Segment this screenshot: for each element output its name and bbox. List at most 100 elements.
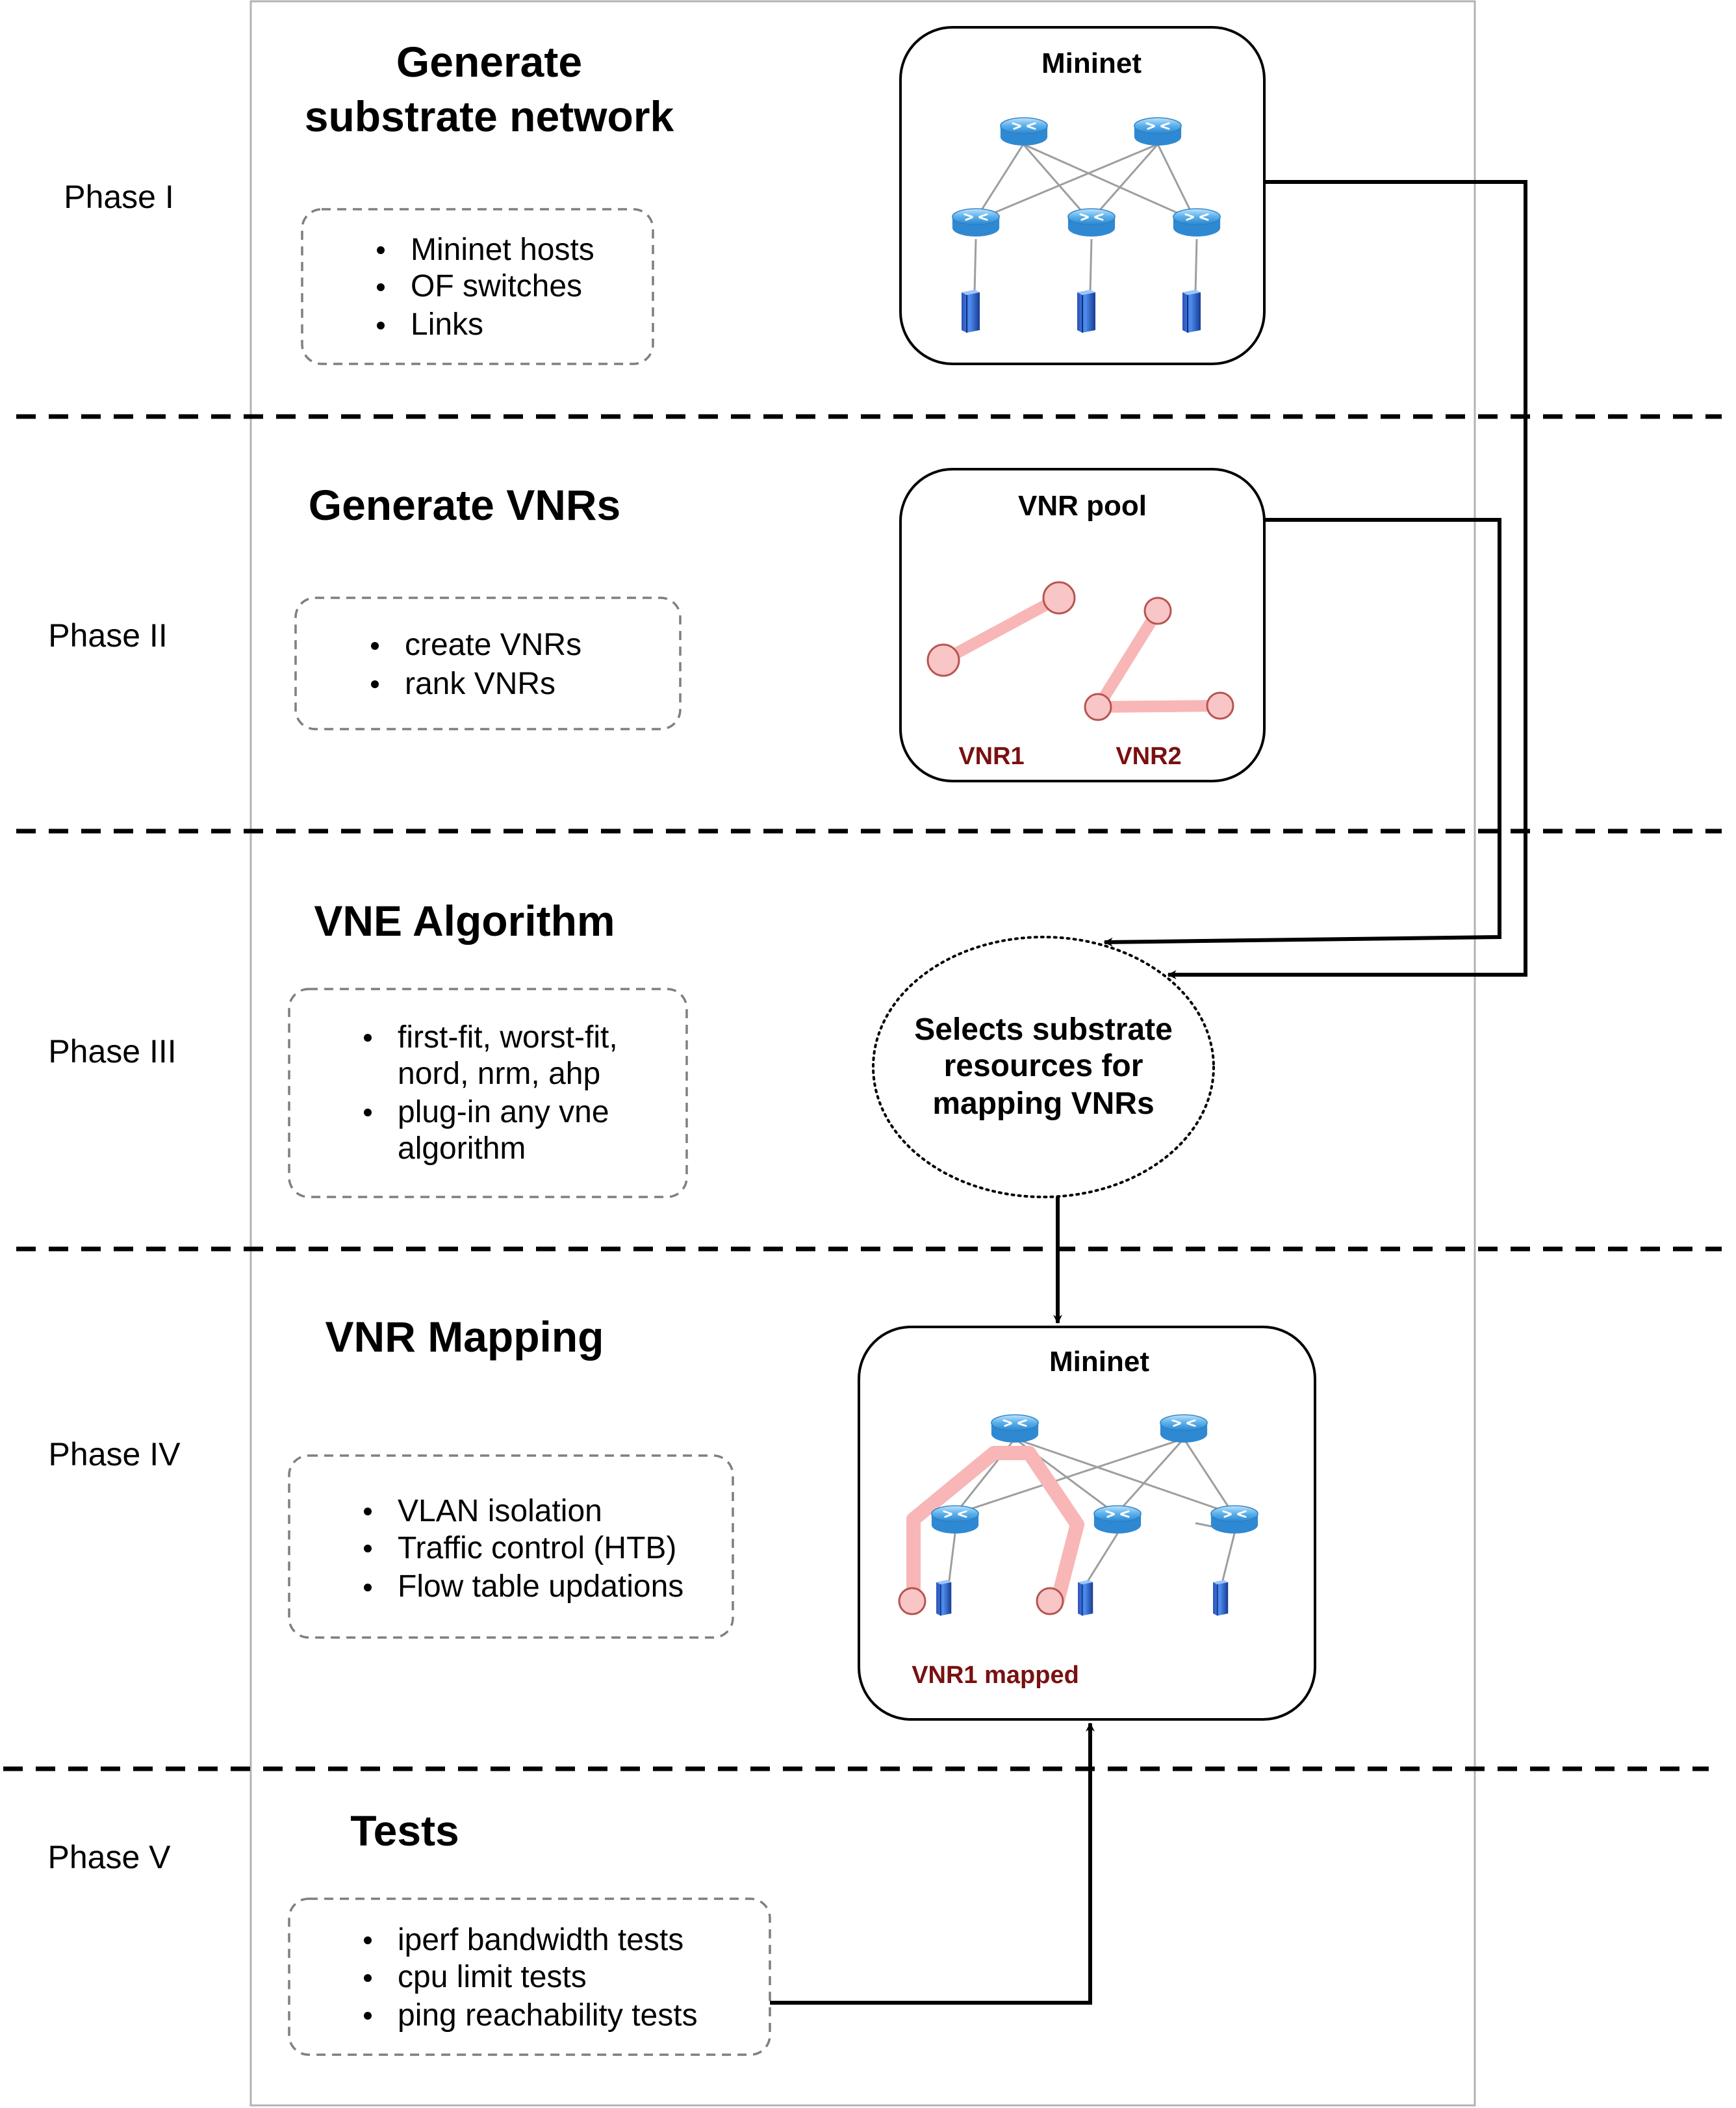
mapped-vnr-node xyxy=(1036,1587,1064,1615)
algorithm-text-line-1: Selects substrate xyxy=(914,1012,1173,1047)
router-icon xyxy=(930,1505,980,1535)
feature-item: ping reachability tests xyxy=(398,1998,698,2033)
router-icon xyxy=(951,208,1001,238)
bullet xyxy=(364,2012,372,2020)
phase-5-label: Phase V xyxy=(47,1839,171,1875)
router-icon xyxy=(1067,208,1116,238)
feature-item: Flow table updations xyxy=(398,1569,683,1604)
feature-item: Mininet hosts xyxy=(411,233,594,267)
feature-item: plug-in any vne xyxy=(398,1095,609,1129)
phase-2-feature-box xyxy=(294,597,682,730)
mininet-box-label: Mininet xyxy=(1041,47,1142,79)
vnr2-node xyxy=(1143,597,1172,625)
phase-5-title: Tests xyxy=(350,1806,459,1855)
bullet xyxy=(371,642,379,650)
mapped-vnr1-path xyxy=(906,1446,1084,1607)
phase-1-label: Phase I xyxy=(64,179,174,215)
phase-separators xyxy=(3,414,1722,1771)
feature-item: cpu limit tests xyxy=(398,1960,587,1994)
phase-4-title: VNR Mapping xyxy=(326,1313,604,1361)
feature-item: Traffic control (HTB) xyxy=(398,1531,676,1565)
phase-4-feature-list: VLAN isolation Traffic control (HTB) Flo… xyxy=(364,1494,683,1604)
vnr1-link xyxy=(938,592,1065,666)
vnr2-link xyxy=(1092,605,1164,713)
vnr-pool-label: VNR pool xyxy=(1018,490,1147,522)
router-icon xyxy=(1159,1414,1208,1444)
vnr1-mapped-caption: VNR1 mapped xyxy=(912,1662,1079,1689)
mapped-substrate-links xyxy=(947,1437,1236,1586)
vnr2-node xyxy=(1206,691,1234,720)
mininet-mapped-box: Mininet VNR1 mapped xyxy=(858,1326,1316,1721)
phase-2-title: Generate VNRs xyxy=(309,481,621,529)
router-icon xyxy=(1172,208,1221,238)
phase-1-title-line-2: substrate network xyxy=(305,92,674,140)
bullet xyxy=(377,322,385,329)
phase-1-title-line-1: Generate xyxy=(396,38,582,86)
bullet xyxy=(364,1109,372,1116)
router-icon xyxy=(1093,1505,1142,1535)
feature-item-continued: nord, nrm, ahp xyxy=(398,1057,600,1091)
router-icon xyxy=(1133,117,1182,147)
arrow-vnr-pool-to-algorithm xyxy=(1103,518,1501,947)
vnr2-node xyxy=(1084,693,1112,721)
vnr2-label: VNR2 xyxy=(1116,743,1181,770)
phase-2-feature-list: create VNRs rank VNRs xyxy=(371,628,581,701)
feature-item: rank VNRs xyxy=(405,667,555,701)
mapped-box-label: Mininet xyxy=(1049,1346,1149,1378)
feature-item: create VNRs xyxy=(405,628,581,662)
vnr1-node xyxy=(1042,581,1076,615)
bullet xyxy=(364,1545,372,1552)
server-icon xyxy=(1076,289,1097,334)
bullet xyxy=(377,283,385,291)
server-icon xyxy=(1181,289,1202,334)
phase-5-feature-list: iperf bandwidth tests cpu limit tests pi… xyxy=(364,1923,698,2033)
vne-algorithm-node: Selects substrate resources for mapping … xyxy=(872,936,1215,1198)
feature-item-continued: algorithm xyxy=(398,1131,526,1166)
feature-item: OF switches xyxy=(411,269,582,303)
bullet xyxy=(364,1936,372,1944)
router-icon xyxy=(990,1414,1040,1444)
vnr1-label: VNR1 xyxy=(958,743,1024,770)
server-icon xyxy=(1077,1579,1094,1617)
substrate-links xyxy=(973,143,1198,293)
server-icon xyxy=(1212,1579,1229,1617)
flow-arrows xyxy=(770,180,1527,2005)
phase-4-label: Phase IV xyxy=(49,1436,181,1472)
phase-1-feature-list: Mininet hosts OF switches Links xyxy=(377,233,594,342)
vnr1-node xyxy=(926,643,960,677)
feature-item: Links xyxy=(411,307,483,342)
server-icon xyxy=(960,289,981,334)
bullet xyxy=(364,1034,372,1042)
arrow-tests-to-mapping xyxy=(770,1722,1095,2005)
server-icon xyxy=(936,1579,952,1617)
bullet xyxy=(371,680,379,688)
mininet-box-frame xyxy=(899,26,1266,365)
vnr1-graph xyxy=(926,581,1076,677)
phase-2-label: Phase II xyxy=(48,617,167,654)
phase-1-feature-box xyxy=(301,208,654,365)
vnr-pool-box: VNR pool VNR1 VNR2 xyxy=(899,468,1266,782)
algorithm-text-line-2: resources for xyxy=(944,1049,1143,1083)
mapped-vnr-node xyxy=(898,1587,926,1615)
phase-3-feature-box xyxy=(288,988,688,1198)
phase-3-title: VNE Algorithm xyxy=(314,897,615,945)
algorithm-text-line-3: mapping VNRs xyxy=(932,1086,1154,1121)
router-icon xyxy=(999,117,1049,147)
phase-5-feature-box xyxy=(288,1897,771,2056)
bullet xyxy=(364,1974,372,1982)
feature-item: VLAN isolation xyxy=(398,1494,602,1528)
bullet xyxy=(364,1584,372,1591)
algorithm-ellipse xyxy=(872,936,1215,1198)
vnr2-graph xyxy=(1084,597,1234,721)
bullet xyxy=(377,246,385,254)
phase-3-label: Phase III xyxy=(48,1033,176,1070)
bullet xyxy=(364,1508,372,1515)
feature-item: first-fit, worst-fit, xyxy=(398,1020,618,1055)
feature-item: iperf bandwidth tests xyxy=(398,1923,683,1957)
arrow-mininet-to-algorithm xyxy=(1167,180,1527,979)
vnr2-link xyxy=(1092,700,1226,713)
phase-4-feature-box xyxy=(288,1454,734,1639)
phase-panel xyxy=(249,0,1476,2107)
router-icon xyxy=(1210,1505,1259,1535)
phase-3-feature-list: first-fit, worst-fit, nord, nrm, ahp plu… xyxy=(364,1020,618,1166)
